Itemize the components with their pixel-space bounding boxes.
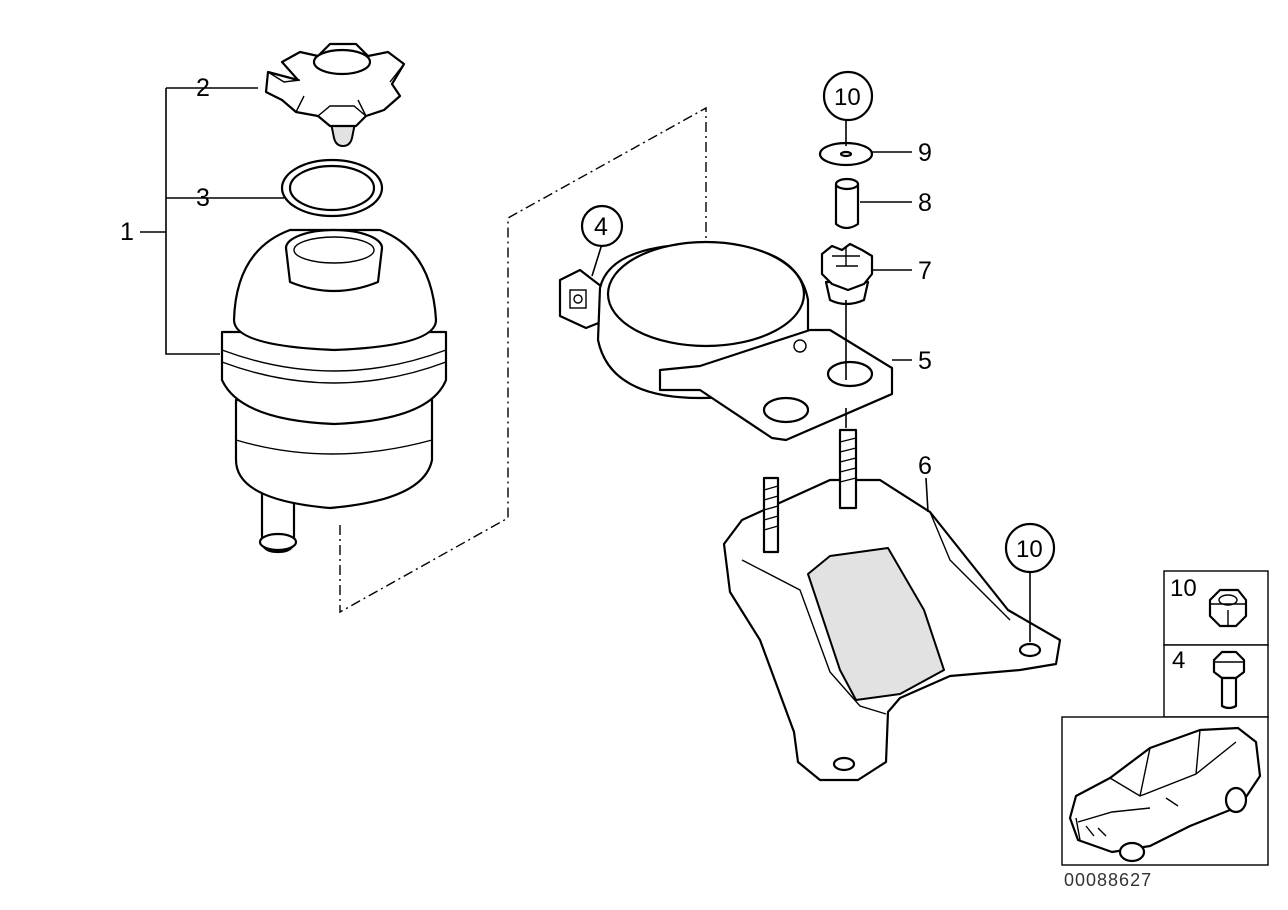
legend-nut-label: 10 (1170, 575, 1197, 602)
fastener-legend: 10 4 (1163, 570, 1269, 718)
callout-4: 4 (594, 213, 608, 241)
reservoir-icon (220, 228, 448, 554)
callout-10-top: 10 (834, 84, 861, 111)
callout-7: 7 (918, 257, 932, 285)
callout-6-leader (925, 477, 929, 513)
callout-10-bracket-circle (1004, 522, 1056, 574)
car-icon (1068, 726, 1262, 863)
grommet-icon (820, 242, 874, 306)
vehicle-thumbnail (1061, 716, 1269, 866)
legend-bolt-label: 4 (1172, 647, 1185, 674)
drawing-number: 00088627 (1064, 870, 1153, 890)
callout-10-top-circle (822, 70, 874, 122)
callout-3: 3 (196, 184, 210, 212)
callout-4-circle (580, 204, 624, 248)
assembly-dashed-line (339, 106, 707, 614)
sleeve-icon (834, 177, 860, 230)
callout-10-bracket: 10 (1016, 536, 1043, 563)
o-ring-icon (280, 158, 384, 218)
bracket-icon (722, 428, 1062, 782)
callout-1-bracket (140, 87, 284, 355)
cap-icon (264, 42, 406, 147)
callout-5: 5 (918, 347, 932, 375)
nut-icon (1208, 588, 1248, 628)
callout-1: 1 (120, 218, 134, 246)
callout-6: 6 (918, 452, 932, 480)
washer-icon (818, 141, 874, 167)
clamp-icon (558, 240, 894, 442)
callout-4-leader (591, 243, 603, 277)
callout-8: 8 (918, 189, 932, 217)
callout-2: 2 (196, 74, 210, 102)
callout-9: 9 (918, 139, 932, 167)
bolt-icon (1212, 650, 1246, 710)
